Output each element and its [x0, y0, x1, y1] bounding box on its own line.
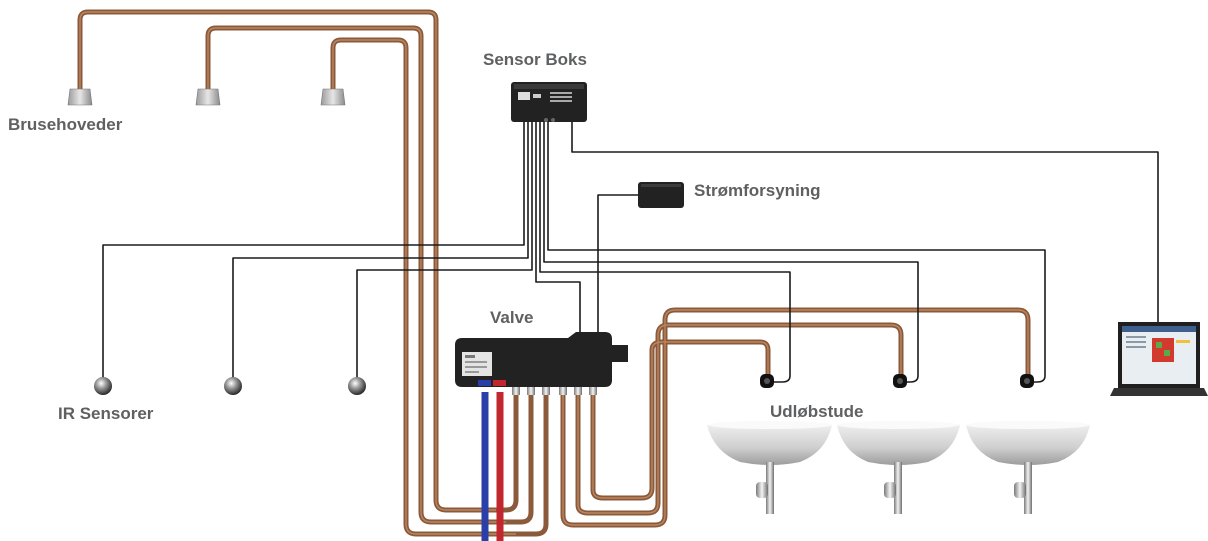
- wash-basin: [707, 421, 832, 514]
- sensor-box: [511, 82, 587, 122]
- shower-head: [195, 88, 221, 106]
- valve-unit: [455, 332, 628, 395]
- spout-nozzles: [760, 374, 1034, 388]
- cables: [102, 120, 1159, 383]
- label-power-supply: Strømforsyning: [694, 181, 821, 200]
- wash-basin: [966, 421, 1090, 514]
- laptop: [1110, 322, 1208, 396]
- wash-basin: [837, 421, 960, 514]
- spout-nozzle: [893, 374, 907, 388]
- wash-basins: [707, 421, 1090, 514]
- label-sensor-box: Sensor Boks: [483, 50, 587, 69]
- spout-nozzle: [760, 374, 774, 388]
- shower-head: [67, 88, 93, 106]
- power-supply: [638, 182, 684, 208]
- ir-sensor: [348, 377, 366, 395]
- label-valve: Valve: [490, 308, 534, 327]
- label-shower-heads: Brusehoveder: [8, 115, 123, 134]
- shower-heads: [67, 88, 346, 106]
- valve-outlet-pipes: [481, 307, 1031, 541]
- spout-nozzle: [1020, 374, 1034, 388]
- shower-head: [320, 88, 346, 106]
- label-ir-sensors: IR Sensorer: [58, 404, 154, 423]
- ir-sensor: [224, 377, 242, 395]
- ir-sensors: [94, 377, 366, 395]
- label-spouts: Udløbstude: [770, 402, 864, 421]
- shower-pipes: [77, 9, 519, 537]
- ir-sensor: [94, 377, 112, 395]
